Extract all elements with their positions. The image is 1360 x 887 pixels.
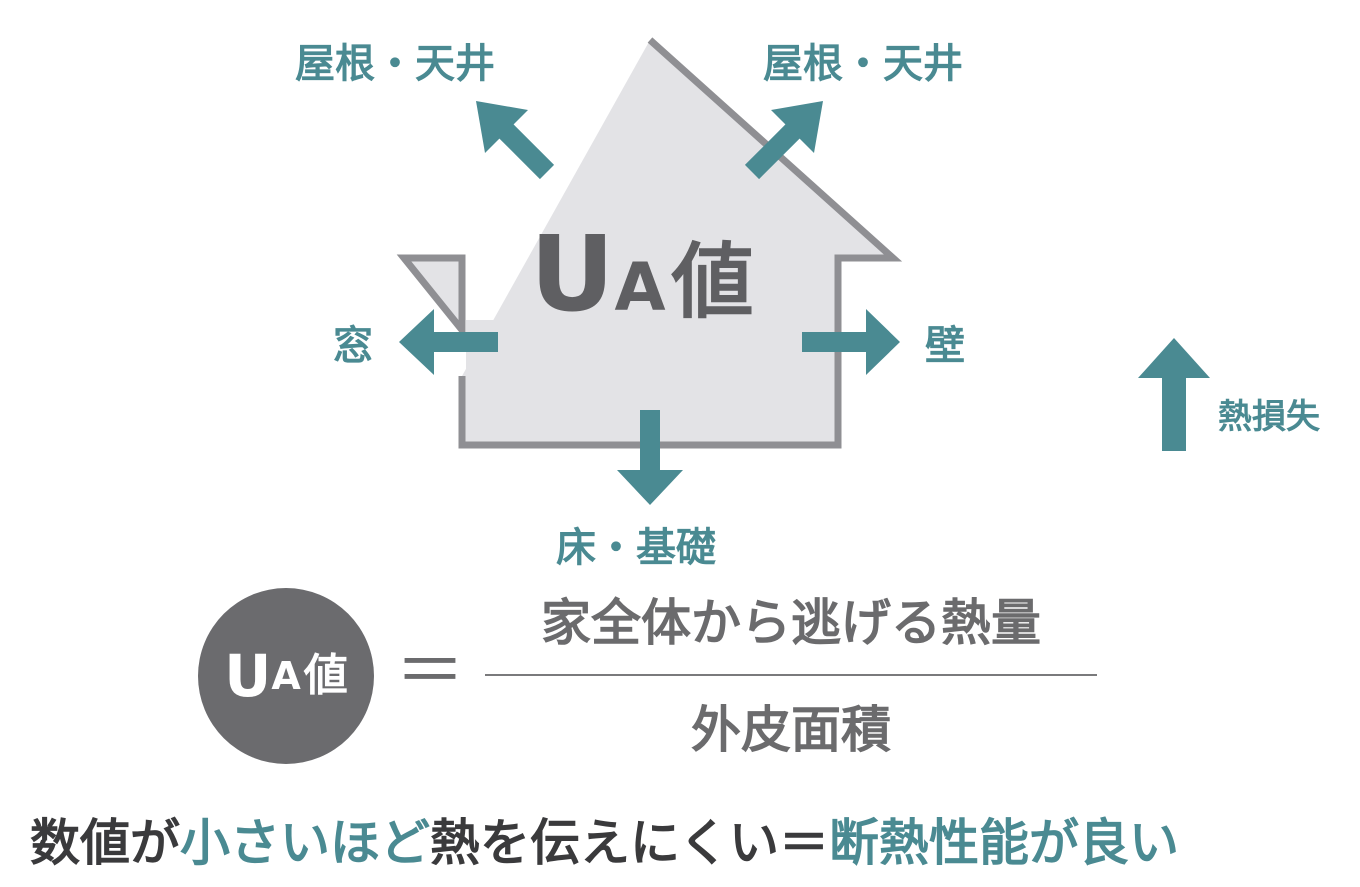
arrow-window bbox=[399, 309, 498, 375]
label-window: 窓 bbox=[333, 323, 373, 369]
circle-val: 値 bbox=[303, 650, 348, 701]
arrow-floor bbox=[617, 410, 683, 505]
label-roof-left: 屋根・天井 bbox=[295, 41, 495, 87]
house-title: UA値 bbox=[530, 222, 754, 326]
label-floor: 床・基礎 bbox=[556, 525, 716, 571]
summary-sentence: 数値が小さいほど熱を伝えにくい＝断熱性能が良い bbox=[30, 818, 1179, 868]
arrow-wall bbox=[802, 309, 900, 375]
summary-part3: 熱を伝えにくい＝ bbox=[430, 814, 829, 872]
fraction-line bbox=[485, 674, 1097, 676]
label-heat-loss: 熱損失 bbox=[1218, 397, 1320, 437]
arrow-legend-heat-loss bbox=[1138, 338, 1210, 451]
summary-part2: 小さいほど bbox=[180, 814, 430, 872]
fraction-numerator: 家全体から逃げる熱量 bbox=[541, 594, 1041, 652]
house-fill-patch bbox=[466, 320, 496, 386]
label-wall: 壁 bbox=[925, 323, 965, 369]
house-title-u: U bbox=[530, 213, 615, 335]
summary-part4: 断熱性能が良い bbox=[829, 814, 1179, 872]
house-title-val: 値 bbox=[671, 235, 754, 330]
label-roof-right: 屋根・天井 bbox=[763, 41, 963, 87]
house-title-a: A bbox=[614, 249, 666, 326]
summary-part1: 数値が bbox=[30, 814, 180, 872]
circle-a: A bbox=[271, 654, 301, 698]
arrow-roof-left bbox=[476, 101, 555, 180]
equals-sign: ＝ bbox=[395, 630, 465, 712]
arrow-roof-right bbox=[744, 101, 823, 180]
circle-u: U bbox=[224, 642, 272, 710]
fraction-denominator: 外皮面積 bbox=[691, 701, 891, 759]
